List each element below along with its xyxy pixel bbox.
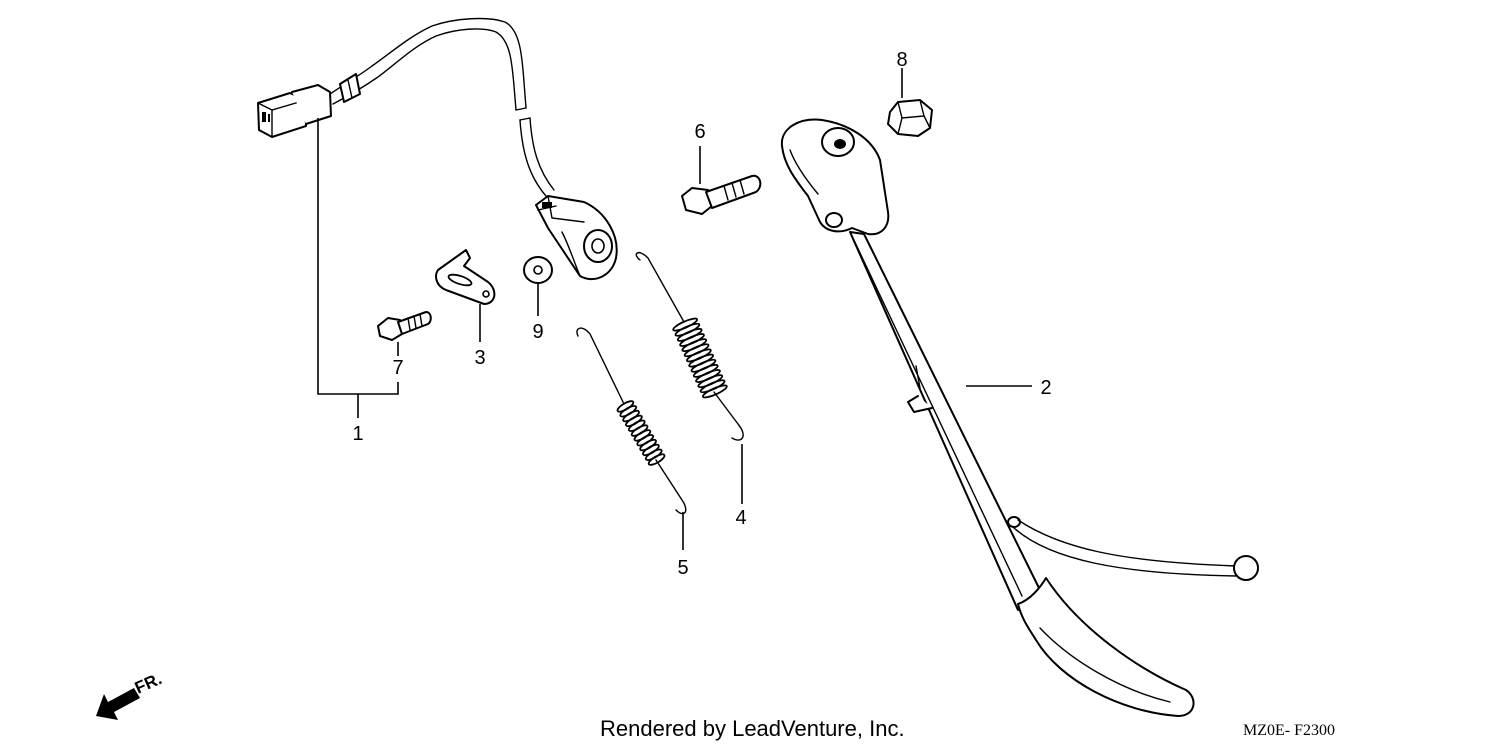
front-direction-indicator: FR. <box>96 669 165 720</box>
side-stand[interactable] <box>780 118 1259 717</box>
switch-plate[interactable] <box>435 249 496 342</box>
side-stand-switch-assembly[interactable] <box>257 17 618 418</box>
callout-5: 5 <box>677 557 688 579</box>
front-arrow-icon <box>96 688 140 720</box>
switch-wire <box>329 17 527 109</box>
callout-3: 3 <box>474 347 485 369</box>
side-stand-spring-large[interactable] <box>635 251 744 504</box>
callout-9: 9 <box>532 321 543 343</box>
spring-coil-large <box>672 317 728 399</box>
lock-nut[interactable] <box>887 68 933 137</box>
side-stand-spring-small[interactable] <box>576 327 687 550</box>
pivot-bolt[interactable] <box>681 146 762 215</box>
spring-coil-small <box>616 400 666 466</box>
callout-4: 4 <box>735 507 746 529</box>
flange-bolt[interactable] <box>377 311 432 356</box>
front-label: FR. <box>132 669 165 697</box>
callout-6: 6 <box>694 121 705 143</box>
diagram-code: MZ0E- F2300 <box>1243 722 1335 739</box>
callout-2: 2 <box>1040 377 1051 399</box>
switch-connector <box>257 84 332 138</box>
callout-1: 1 <box>352 423 363 445</box>
washer[interactable] <box>523 256 553 316</box>
callout-7: 7 <box>392 357 403 379</box>
switch-body <box>535 195 618 281</box>
callout-8: 8 <box>896 49 907 71</box>
render-credit: Rendered by LeadVenture, Inc. <box>600 716 905 741</box>
